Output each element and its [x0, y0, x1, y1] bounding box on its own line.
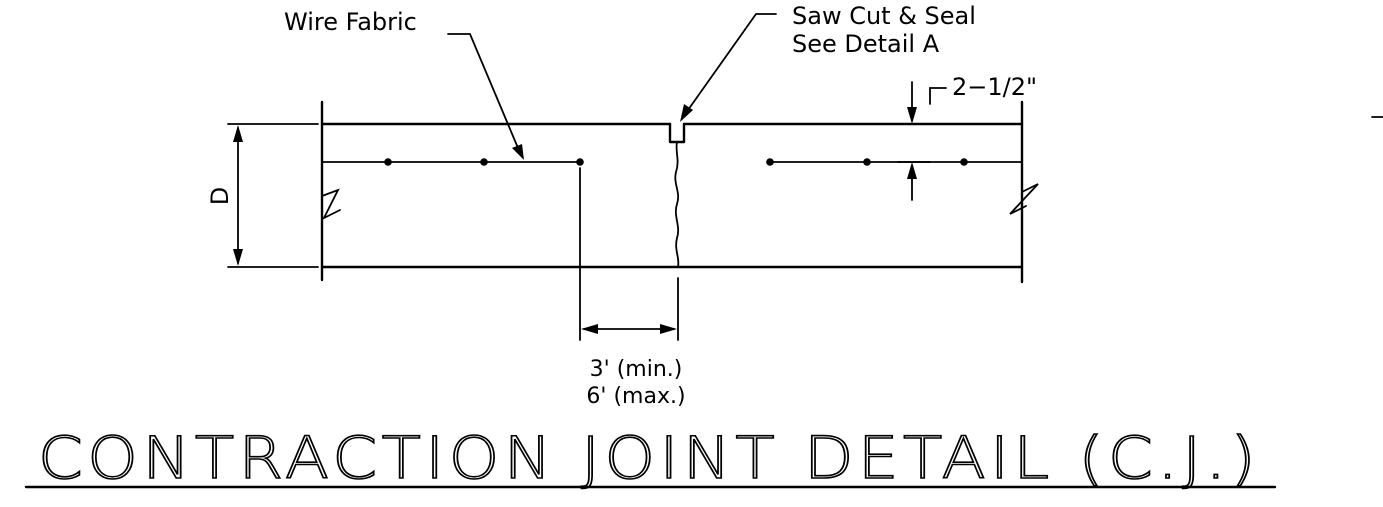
- wire-fabric-arrow: [512, 144, 524, 160]
- joint-crack: [674, 141, 680, 268]
- left-break-symbol: [321, 188, 341, 221]
- wire-dot: [863, 158, 871, 166]
- saw-cut-label-2: See Detail A: [792, 30, 940, 58]
- depth-arrow-down: [233, 249, 243, 266]
- spacing-min-label: 3' (min.): [590, 357, 683, 382]
- cover-leader: [929, 87, 947, 105]
- wire-dot: [766, 158, 774, 166]
- spacing-max-label: 6' (max.): [586, 384, 685, 409]
- depth-arrow-up: [233, 125, 243, 142]
- wire-dot: [576, 158, 584, 166]
- drawing-title: CONTRACTION JOINT DETAIL (C.J.): [38, 424, 1260, 492]
- cover-arrow-top: [907, 107, 917, 124]
- spacing-arrow-right: [660, 324, 677, 334]
- saw-cut-arrow: [680, 104, 693, 122]
- spacing-arrow-left: [581, 324, 598, 334]
- saw-cut-leader: [687, 13, 777, 111]
- wire-dot: [384, 158, 392, 166]
- cover-depth-label: 2−1/2": [952, 73, 1037, 101]
- saw-cut-label-1: Saw Cut & Seal: [792, 2, 976, 30]
- wire-dot: [480, 158, 488, 166]
- cover-arrow-bottom: [907, 162, 917, 179]
- wire-fabric-leader: [447, 33, 519, 149]
- saw-cut-notch: [668, 122, 686, 144]
- wire-fabric-label: Wire Fabric: [284, 8, 417, 36]
- wire-dot: [960, 158, 968, 166]
- right-break-symbol: [1009, 183, 1039, 215]
- depth-label: D: [206, 187, 234, 205]
